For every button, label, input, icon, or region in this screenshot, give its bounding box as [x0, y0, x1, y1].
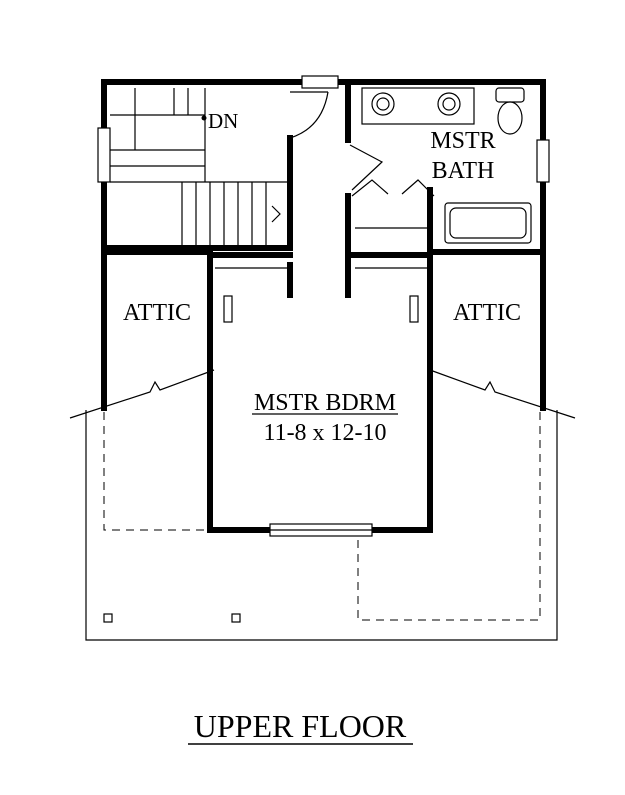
stair-treads [110, 88, 288, 246]
bedroom-name-label: MSTR BDRM [254, 390, 396, 416]
attic-right-label: ATTIC [453, 300, 521, 326]
stair-down-label: DN [208, 109, 238, 133]
doors [215, 91, 435, 323]
roof-lines [69, 369, 576, 641]
plan-title: UPPER FLOOR [194, 708, 407, 744]
bath-label-line1: MSTR [430, 128, 495, 154]
walls [101, 79, 546, 533]
attic-left-label: ATTIC [123, 300, 191, 326]
bath-label-line2: BATH [432, 158, 495, 184]
bath-fixtures [361, 87, 532, 244]
windows [97, 75, 550, 537]
bedroom-size-label: 11-8 x 12-10 [263, 420, 386, 446]
